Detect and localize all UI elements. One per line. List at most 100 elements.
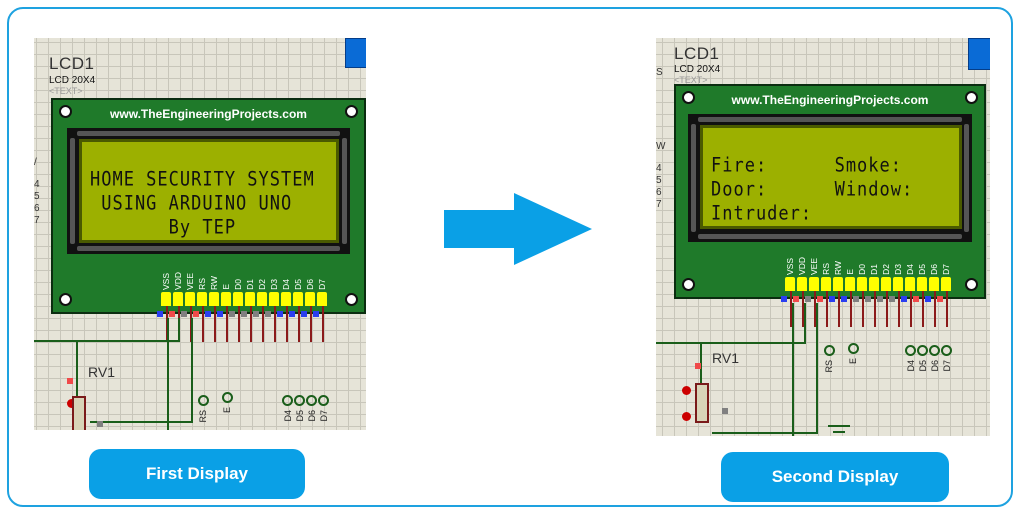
pin-vss[interactable]: VSS	[157, 252, 172, 342]
pin-leg	[262, 294, 264, 342]
pin-pad	[281, 292, 291, 306]
pin-d5[interactable]: D5	[913, 237, 928, 327]
pin-d1[interactable]: D1	[241, 252, 256, 342]
pot-terminal	[682, 386, 691, 395]
pin-marker	[805, 296, 811, 302]
pin-rs[interactable]: RS	[817, 237, 832, 327]
wire	[90, 421, 193, 423]
lcd-line-2: Door: Window:	[711, 178, 914, 201]
wire	[178, 318, 180, 342]
terminal-d6[interactable]	[929, 345, 940, 356]
pin-leg	[202, 294, 204, 342]
side-char: 6	[34, 203, 40, 214]
pin-pad	[197, 292, 207, 306]
pin-marker	[67, 378, 73, 384]
pin-leg	[886, 279, 888, 327]
pin-vee[interactable]: VEE	[805, 237, 820, 327]
lcd-line-2: USING ARDUINO UNO	[90, 192, 293, 215]
pin-leg	[862, 279, 864, 327]
pin-leg	[874, 279, 876, 327]
pin-d3[interactable]: D3	[265, 252, 280, 342]
pin-d4[interactable]: D4	[901, 237, 916, 327]
mount-hole	[965, 91, 978, 104]
terminal-label: RS	[198, 410, 208, 423]
pin-pad	[797, 277, 807, 291]
pin-pad	[941, 277, 951, 291]
pin-d0[interactable]: D0	[853, 237, 868, 327]
terminal-label: D6	[307, 410, 317, 422]
pot-terminal	[67, 399, 76, 408]
terminal-e[interactable]	[848, 343, 859, 354]
side-char: W	[656, 141, 666, 152]
pin-leg	[226, 294, 228, 342]
pin-label: D6	[305, 279, 315, 290]
pin-d7[interactable]: D7	[313, 252, 328, 342]
pin-d5[interactable]: D5	[289, 252, 304, 342]
pin-d2[interactable]: D2	[253, 252, 268, 342]
pin-label: VSS	[161, 272, 171, 290]
pin-leg	[322, 294, 324, 342]
terminal-d4[interactable]	[905, 345, 916, 356]
pin-pad	[857, 277, 867, 291]
pin-leg	[910, 279, 912, 327]
side-char: 7	[656, 199, 662, 210]
pin-vdd[interactable]: VDD	[793, 237, 808, 327]
wire	[792, 303, 794, 436]
pin-pad	[233, 292, 243, 306]
pin-label: D6	[929, 264, 939, 275]
pin-pad	[245, 292, 255, 306]
pin-vss[interactable]: VSS	[781, 237, 796, 327]
pin-pad	[221, 292, 231, 306]
pin-vdd[interactable]: VDD	[169, 252, 184, 342]
pin-marker	[193, 311, 199, 317]
pin-d6[interactable]: D6	[301, 252, 316, 342]
terminal-rs[interactable]	[198, 395, 209, 406]
mount-hole	[345, 293, 358, 306]
terminal-d7[interactable]	[941, 345, 952, 356]
potentiometer[interactable]	[72, 396, 86, 430]
pin-d4[interactable]: D4	[277, 252, 292, 342]
pin-marker	[157, 311, 163, 317]
pin-pad	[269, 292, 279, 306]
terminal-rs[interactable]	[824, 345, 835, 356]
terminal-d5[interactable]	[294, 395, 305, 406]
pin-vee[interactable]: VEE	[181, 252, 196, 342]
pin-leg	[298, 294, 300, 342]
component-type: LCD 20X4	[49, 75, 96, 86]
side-char: /	[34, 157, 37, 168]
pin-rw[interactable]: RW	[205, 252, 220, 342]
terminal-d7[interactable]	[318, 395, 329, 406]
pin-label: D3	[893, 264, 903, 275]
pin-d7[interactable]: D7	[937, 237, 952, 327]
terminal-d5[interactable]	[917, 345, 928, 356]
side-char: 4	[34, 179, 40, 190]
pin-rs[interactable]: RS	[193, 252, 208, 342]
lcd-line-3: Intruder:	[711, 202, 813, 225]
side-char: 5	[656, 175, 662, 186]
pin-d2[interactable]: D2	[877, 237, 892, 327]
lcd-line-1: Fire: Smoke:	[711, 154, 902, 177]
pin-rw[interactable]: RW	[829, 237, 844, 327]
terminal-d6[interactable]	[306, 395, 317, 406]
first-display-button[interactable]: First Display	[89, 449, 305, 499]
pot-label: RV1	[88, 364, 115, 380]
terminal-d4[interactable]	[282, 395, 293, 406]
pin-pad	[209, 292, 219, 306]
pin-d6[interactable]: D6	[925, 237, 940, 327]
wire	[191, 318, 193, 423]
terminal-e[interactable]	[222, 392, 233, 403]
pin-pad	[185, 292, 195, 306]
pin-leg	[790, 279, 792, 327]
pin-d1[interactable]: D1	[865, 237, 880, 327]
potentiometer[interactable]	[695, 383, 709, 423]
terminal-label: RS	[824, 360, 834, 373]
mount-hole	[682, 278, 695, 291]
pin-label: D3	[269, 279, 279, 290]
pin-d0[interactable]: D0	[229, 252, 244, 342]
side-char: 5	[34, 191, 40, 202]
second-display-button[interactable]: Second Display	[721, 452, 949, 502]
pin-e[interactable]: E	[217, 252, 232, 342]
pin-d3[interactable]: D3	[889, 237, 904, 327]
pin-e[interactable]: E	[841, 237, 856, 327]
